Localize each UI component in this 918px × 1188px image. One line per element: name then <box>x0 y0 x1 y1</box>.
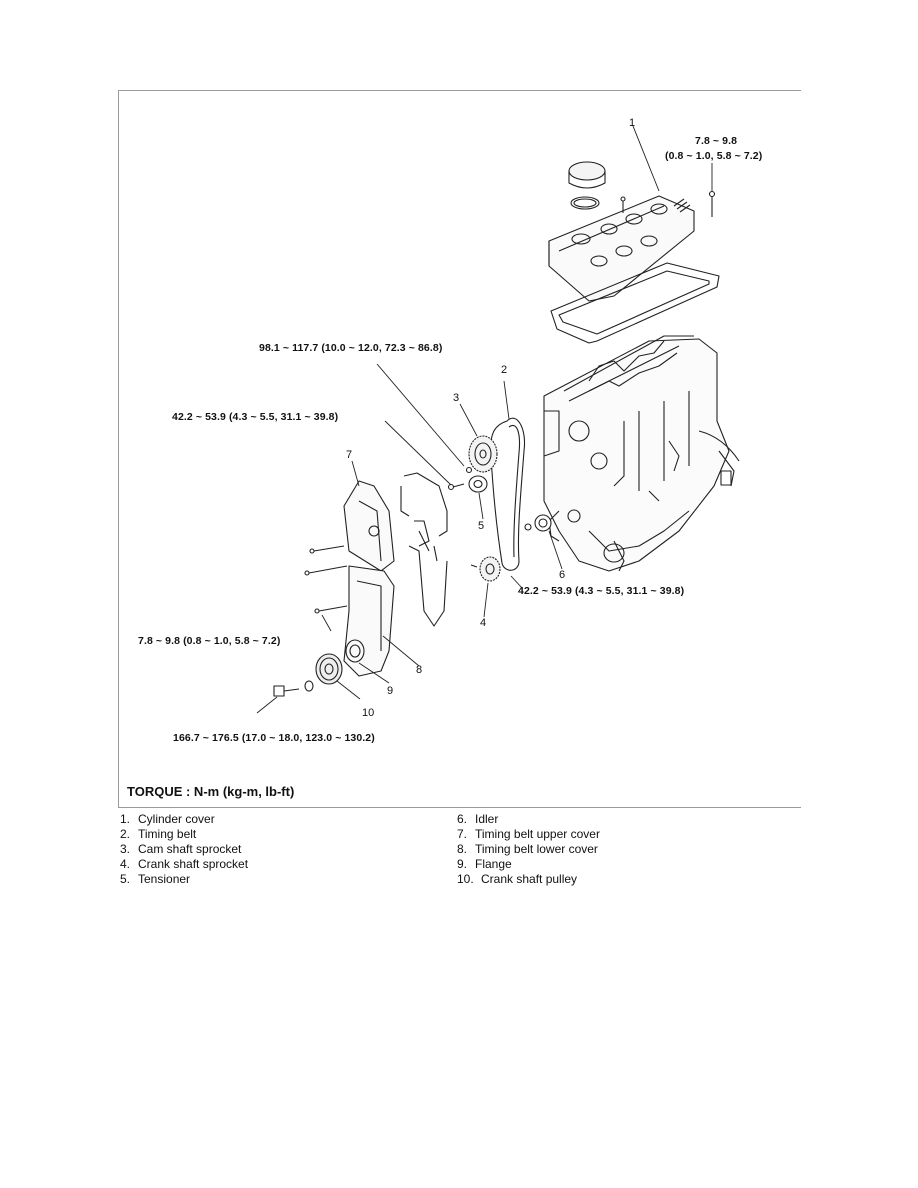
legend-left: 1. Cylinder cover 2. Timing belt 3. Cam sha… <box>120 812 248 887</box>
legend-text: Timing belt <box>138 827 197 841</box>
legend-number: 8. <box>457 842 468 856</box>
callout-10: 10 <box>362 707 375 719</box>
legend-item: 2. Timing belt <box>120 827 248 842</box>
legend-item: 10. Crank shaft pulley <box>457 872 600 887</box>
torque-label-cover-bolt: 7.8 ~ 9.8 <box>695 135 738 147</box>
legend-item: 7. Timing belt upper cover <box>457 827 600 842</box>
callout-1: 1 <box>629 117 636 129</box>
callout-8: 8 <box>416 664 423 676</box>
torque-label-crank-bolt: 166.7 ~ 176.5 (17.0 ~ 18.0, 123.0 ~ 130.… <box>173 732 375 744</box>
torque-label-idler-bolt: 42.2 ~ 53.9 (4.3 ~ 5.5, 31.1 ~ 39.8) <box>518 585 685 597</box>
exploded-view-figure: 7.8 ~ 9.8 (0.8 ~ 1.0, 5.8 ~ 7.2) 98.1 ~ … <box>118 90 801 808</box>
legend-number: 9. <box>457 857 468 871</box>
legend-number: 5. <box>120 872 131 886</box>
callout-3: 3 <box>453 392 460 404</box>
callout-6: 6 <box>559 569 566 581</box>
torque-label-timing-cover-bolt: 7.8 ~ 9.8 (0.8 ~ 1.0, 5.8 ~ 7.2) <box>138 635 281 647</box>
cover-seals-drawing <box>400 472 448 627</box>
engine-exploded-drawing <box>256 125 740 714</box>
legend-right: 6. Idler 7. Timing belt upper cover 8. Timi… <box>457 812 600 887</box>
torque-label-cover-bolt-detail: (0.8 ~ 1.0, 5.8 ~ 7.2) <box>665 150 763 162</box>
legend-number: 2. <box>120 827 131 841</box>
crank-sprocket-drawing <box>470 556 501 582</box>
timing-belt-drawing <box>490 417 526 571</box>
legend-number: 10. <box>457 872 474 886</box>
lower-cover-drawing <box>314 565 395 677</box>
callout-2: 2 <box>501 364 508 376</box>
callout-9: 9 <box>387 685 394 697</box>
legend-text: Timing belt upper cover <box>475 827 600 841</box>
leader-lines <box>256 125 713 714</box>
legend-text: Idler <box>475 812 499 826</box>
cam-sprocket-drawing <box>468 435 498 473</box>
upper-cover-drawing <box>304 480 395 576</box>
callout-7: 7 <box>346 449 353 461</box>
legend-item: 4. Crank shaft sprocket <box>120 857 248 872</box>
cylinder-cover-drawing <box>548 190 716 302</box>
callout-5: 5 <box>478 520 485 532</box>
legend-text: Timing belt lower cover <box>475 842 598 856</box>
legend-text: Crank shaft sprocket <box>138 857 249 871</box>
legend-number: 6. <box>457 812 468 826</box>
engine-block-drawing <box>543 335 740 572</box>
cover-gasket-drawing <box>550 262 720 344</box>
oil-filler-cap <box>568 161 606 210</box>
legend-item: 1. Cylinder cover <box>120 812 248 827</box>
flange-drawing <box>345 639 365 663</box>
idler-drawing <box>524 514 552 532</box>
crank-bolt-drawing <box>273 685 300 697</box>
legend-item: 6. Idler <box>457 812 600 827</box>
torque-unit-note: TORQUE : N-m (kg-m, lb-ft) <box>127 784 295 799</box>
crank-pulley-drawing <box>304 653 343 692</box>
legend-number: 3. <box>120 842 131 856</box>
legend-number: 4. <box>120 857 131 871</box>
legend-item: 8. Timing belt lower cover <box>457 842 600 857</box>
legend-number: 7. <box>457 827 468 841</box>
torque-label-tensioner-bolt: 42.2 ~ 53.9 (4.3 ~ 5.5, 31.1 ~ 39.8) <box>172 411 339 423</box>
legend-item: 9. Flange <box>457 857 600 872</box>
legend-text: Cylinder cover <box>138 812 215 826</box>
legend-text: Flange <box>475 857 512 871</box>
legend-text: Crank shaft pulley <box>481 872 578 886</box>
legend-number: 1. <box>120 812 131 826</box>
callout-4: 4 <box>480 617 487 629</box>
legend-text: Cam shaft sprocket <box>138 842 242 856</box>
legend-text: Tensioner <box>138 872 191 886</box>
legend-item: 3. Cam shaft sprocket <box>120 842 248 857</box>
torque-label-cam-bolt: 98.1 ~ 117.7 (10.0 ~ 12.0, 72.3 ~ 86.8) <box>259 342 443 354</box>
legend-item: 5. Tensioner <box>120 872 248 887</box>
